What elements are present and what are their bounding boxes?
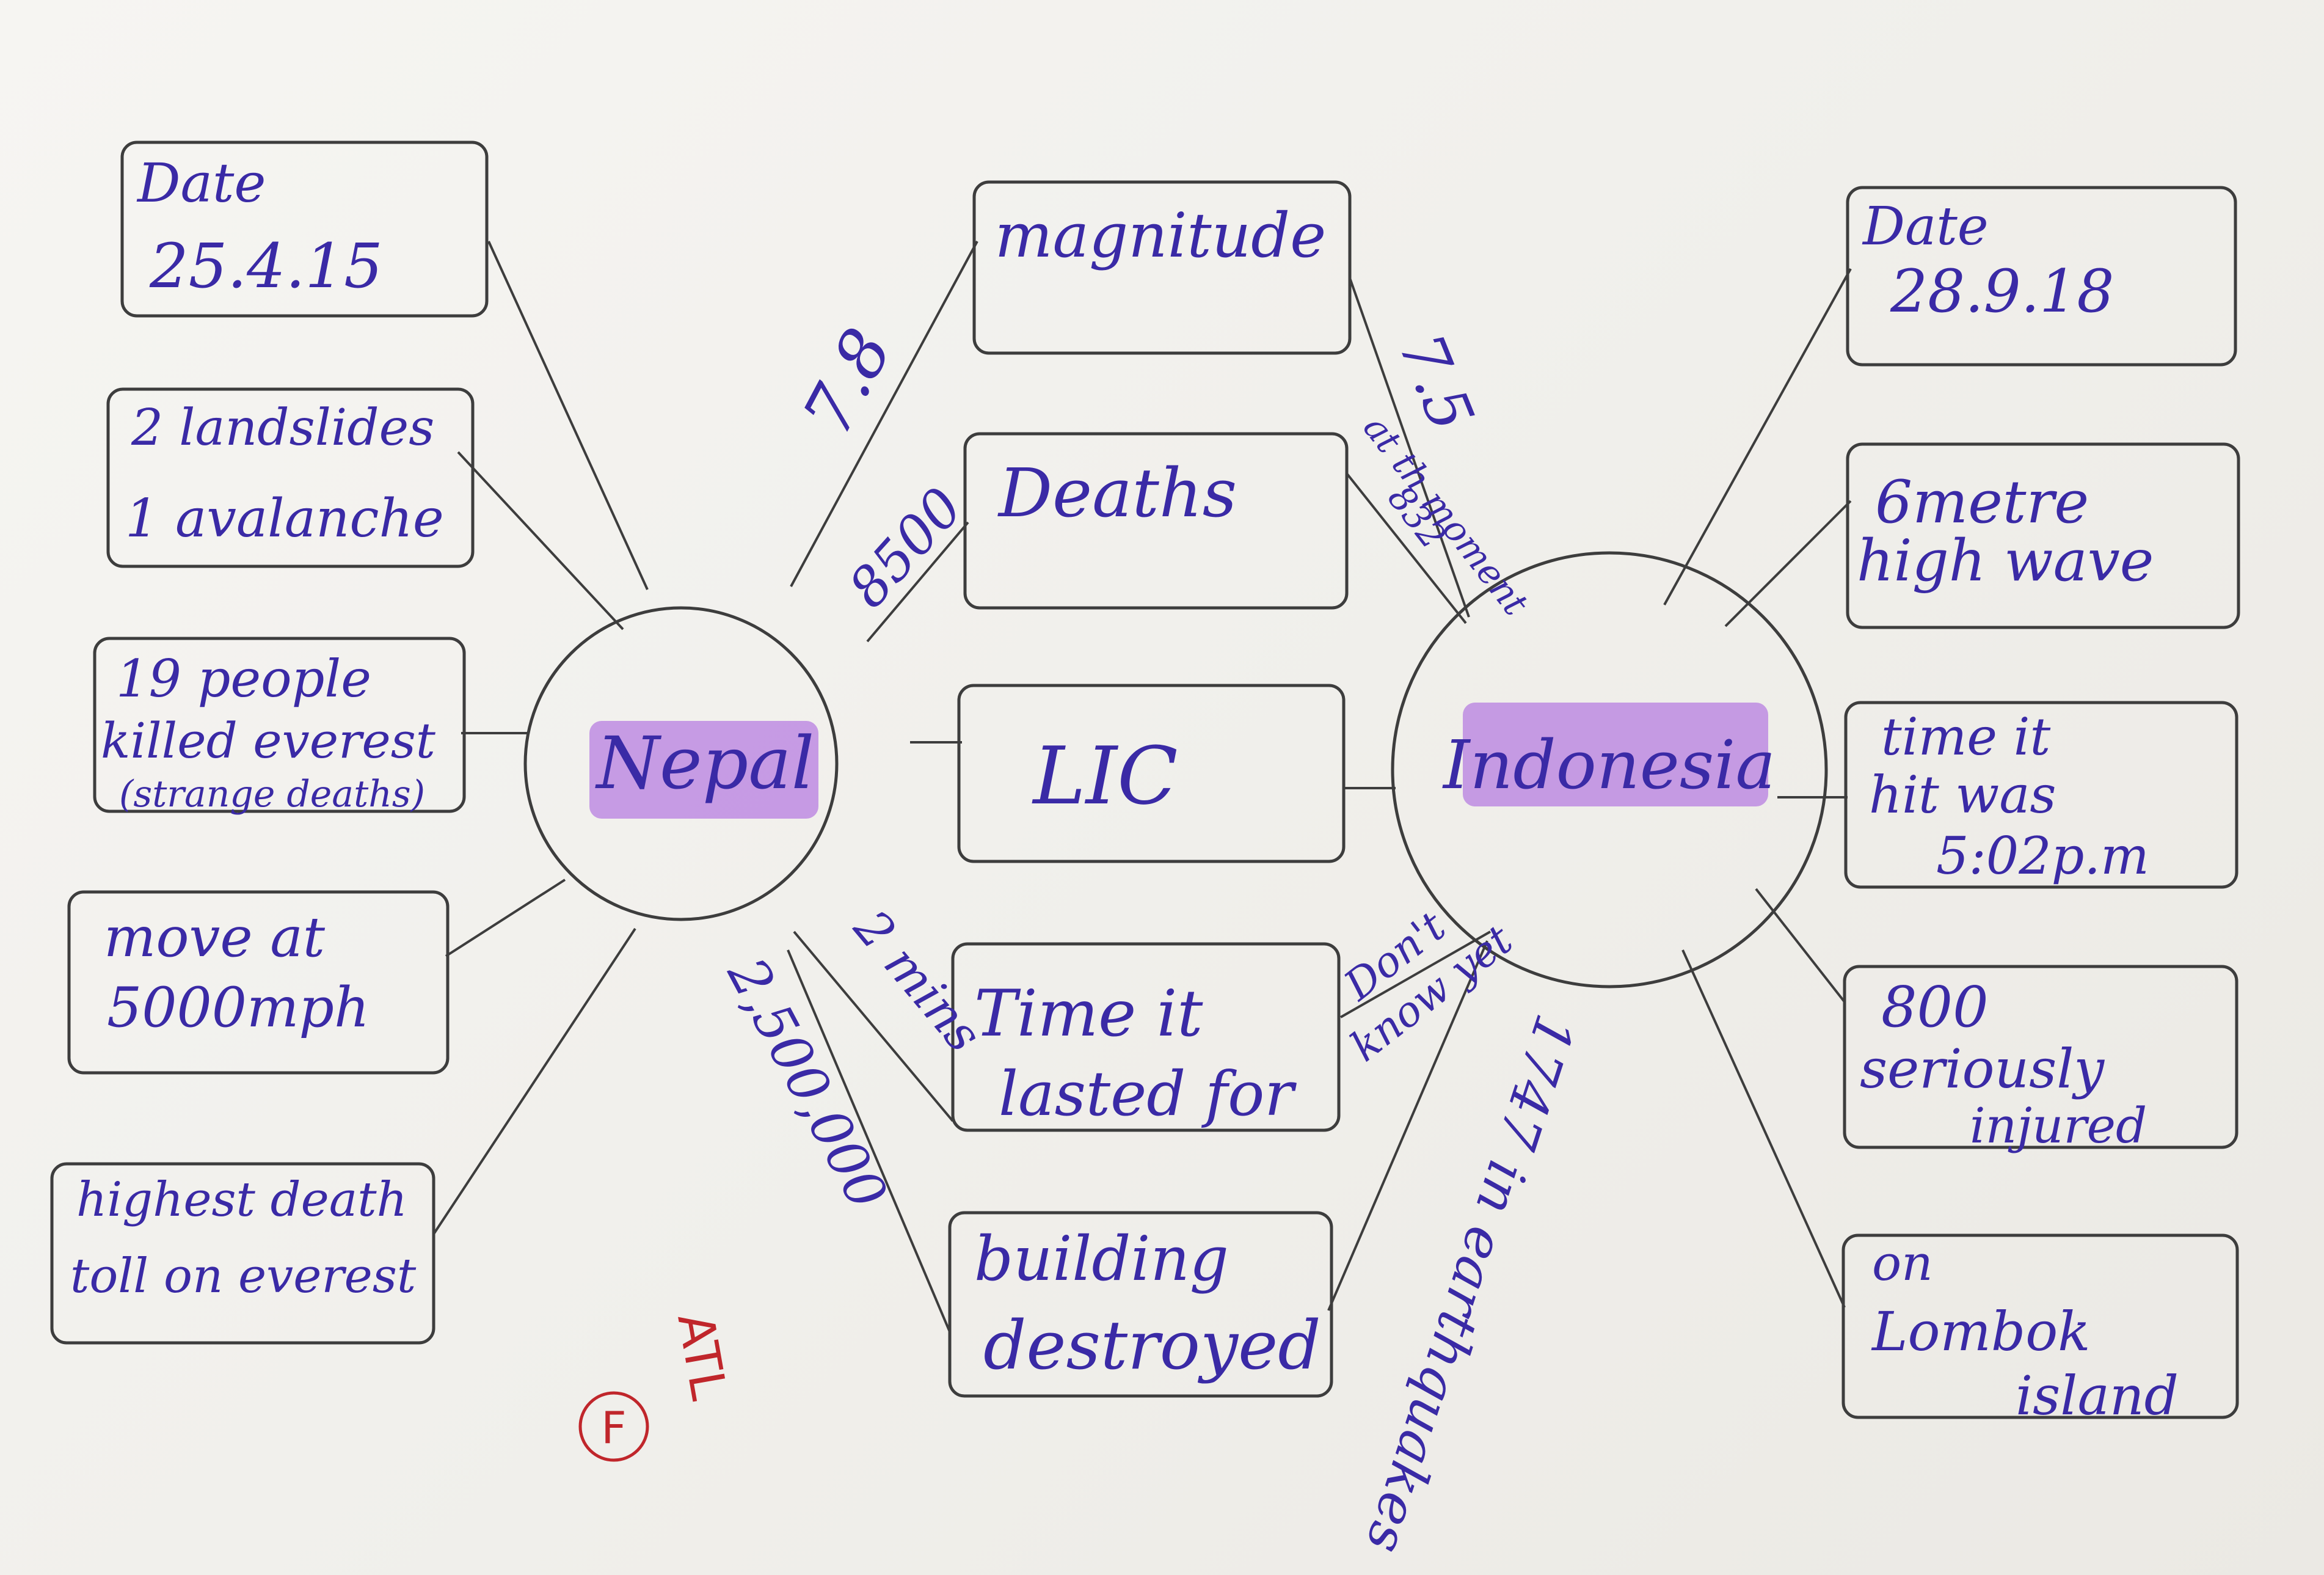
atl-mark: ATL (666, 1309, 737, 1404)
middle-box-magnitude: magnitude (972, 180, 1352, 355)
left-column: Date 25.4.15 2 landslides 1 avalanche 19… (50, 141, 489, 1345)
right-box-wave-line: 6metre (1875, 468, 2089, 536)
nepal-circle (523, 606, 839, 921)
left-box-everest-deaths-line: (strange deaths) (119, 773, 425, 816)
left-box-speed: move at 5000mph (67, 890, 450, 1075)
right-box-wave-line: high wave (1857, 528, 2154, 594)
right-box-time-line: 5:02p.m (1936, 826, 2149, 886)
right-box-time-line: hit was (1869, 765, 2056, 825)
middle-column: magnitude Deaths LIC Time it lasted for … (948, 180, 1352, 1398)
left-box-everest-toll-line: highest death (76, 1172, 407, 1227)
right-box-location-line: island (2016, 1364, 2179, 1427)
left-box-everest-deaths: 19 people killed everest (strange deaths… (93, 637, 466, 816)
right-box-location: on Lombok island (1841, 1233, 2239, 1427)
connectors (432, 241, 1852, 1332)
middle-box-label: LIC (1032, 729, 1178, 822)
indonesia-buildings-value: 1747 in earthquakes (1353, 1007, 1587, 1561)
middle-box-duration: Time it lasted for (951, 942, 1341, 1132)
middle-box-label: destroyed (983, 1306, 1321, 1384)
right-box-time-line: time it (1881, 707, 2051, 767)
left-box-landslides: 2 landslides 1 avalanche (106, 387, 475, 568)
left-box-everest-toll: highest death toll on everest (50, 1162, 435, 1345)
right-box-time: time it hit was 5:02p.m (1844, 701, 2238, 889)
left-box-everest-deaths-line: killed everest (101, 712, 436, 769)
nepal-label: Nepal (595, 721, 815, 805)
indonesia-highlight (1463, 703, 1768, 806)
grade-letter: F (601, 1402, 626, 1453)
left-box-speed-line: 5000mph (107, 976, 370, 1040)
nepal-buildings-value: 2,500,000 (715, 948, 900, 1219)
middle-box-label: magnitude (995, 200, 1327, 271)
nepal-highlight (589, 721, 818, 819)
left-box-date-line: 25.4.15 (149, 230, 383, 302)
middle-box-label: building (974, 1223, 1229, 1295)
left-box-landslides-line: 2 landslides (131, 399, 434, 457)
right-box-date-line: Date (1862, 196, 1989, 257)
left-box-landslides-line: 1 avalanche (125, 488, 444, 549)
right-box-injured: 800 seriously injured (1843, 965, 2238, 1154)
middle-box-label: Time it (974, 976, 1203, 1051)
right-box-location-line: Lombok (1871, 1300, 2091, 1363)
middle-box-lic: LIC (957, 684, 1346, 863)
indonesia-circle (1391, 551, 1828, 988)
teacher-marking: ATL F (578, 1309, 738, 1462)
middle-box-label: Deaths (997, 454, 1237, 532)
right-column: Date 28.9.18 6metre high wave time it hi… (1841, 186, 2240, 1427)
right-box-injured-line: seriously (1860, 1037, 2105, 1100)
left-box-everest-toll-line: toll on everest (70, 1249, 417, 1304)
nepal-duration-value: 2 mins (843, 899, 993, 1063)
middle-box-buildings: building destroyed (948, 1211, 1333, 1398)
middle-box-deaths: Deaths (963, 432, 1349, 610)
right-box-date-line: 28.9.18 (1890, 257, 2114, 326)
left-box-date: Date 25.4.15 (120, 141, 489, 318)
indonesia-label: Indonesia (1442, 726, 1776, 804)
left-box-date-line: Date (136, 152, 266, 214)
right-box-date: Date 28.9.18 (1846, 186, 2237, 367)
right-box-injured-line: injured (1970, 1097, 2147, 1154)
right-box-location-line: on (1872, 1235, 1933, 1292)
right-box-wave: 6metre high wave (1846, 442, 2240, 629)
right-box-injured-line: 800 (1881, 974, 1989, 1040)
left-box-everest-deaths-line: 19 people (116, 649, 371, 709)
nepal-magnitude-value: 7.8 (788, 316, 907, 448)
middle-box-label: lasted for (999, 1058, 1297, 1130)
indonesia-deaths-value: at th moment (1355, 407, 1537, 624)
grade-circle (578, 1391, 649, 1462)
left-box-speed-line: move at (104, 905, 326, 970)
